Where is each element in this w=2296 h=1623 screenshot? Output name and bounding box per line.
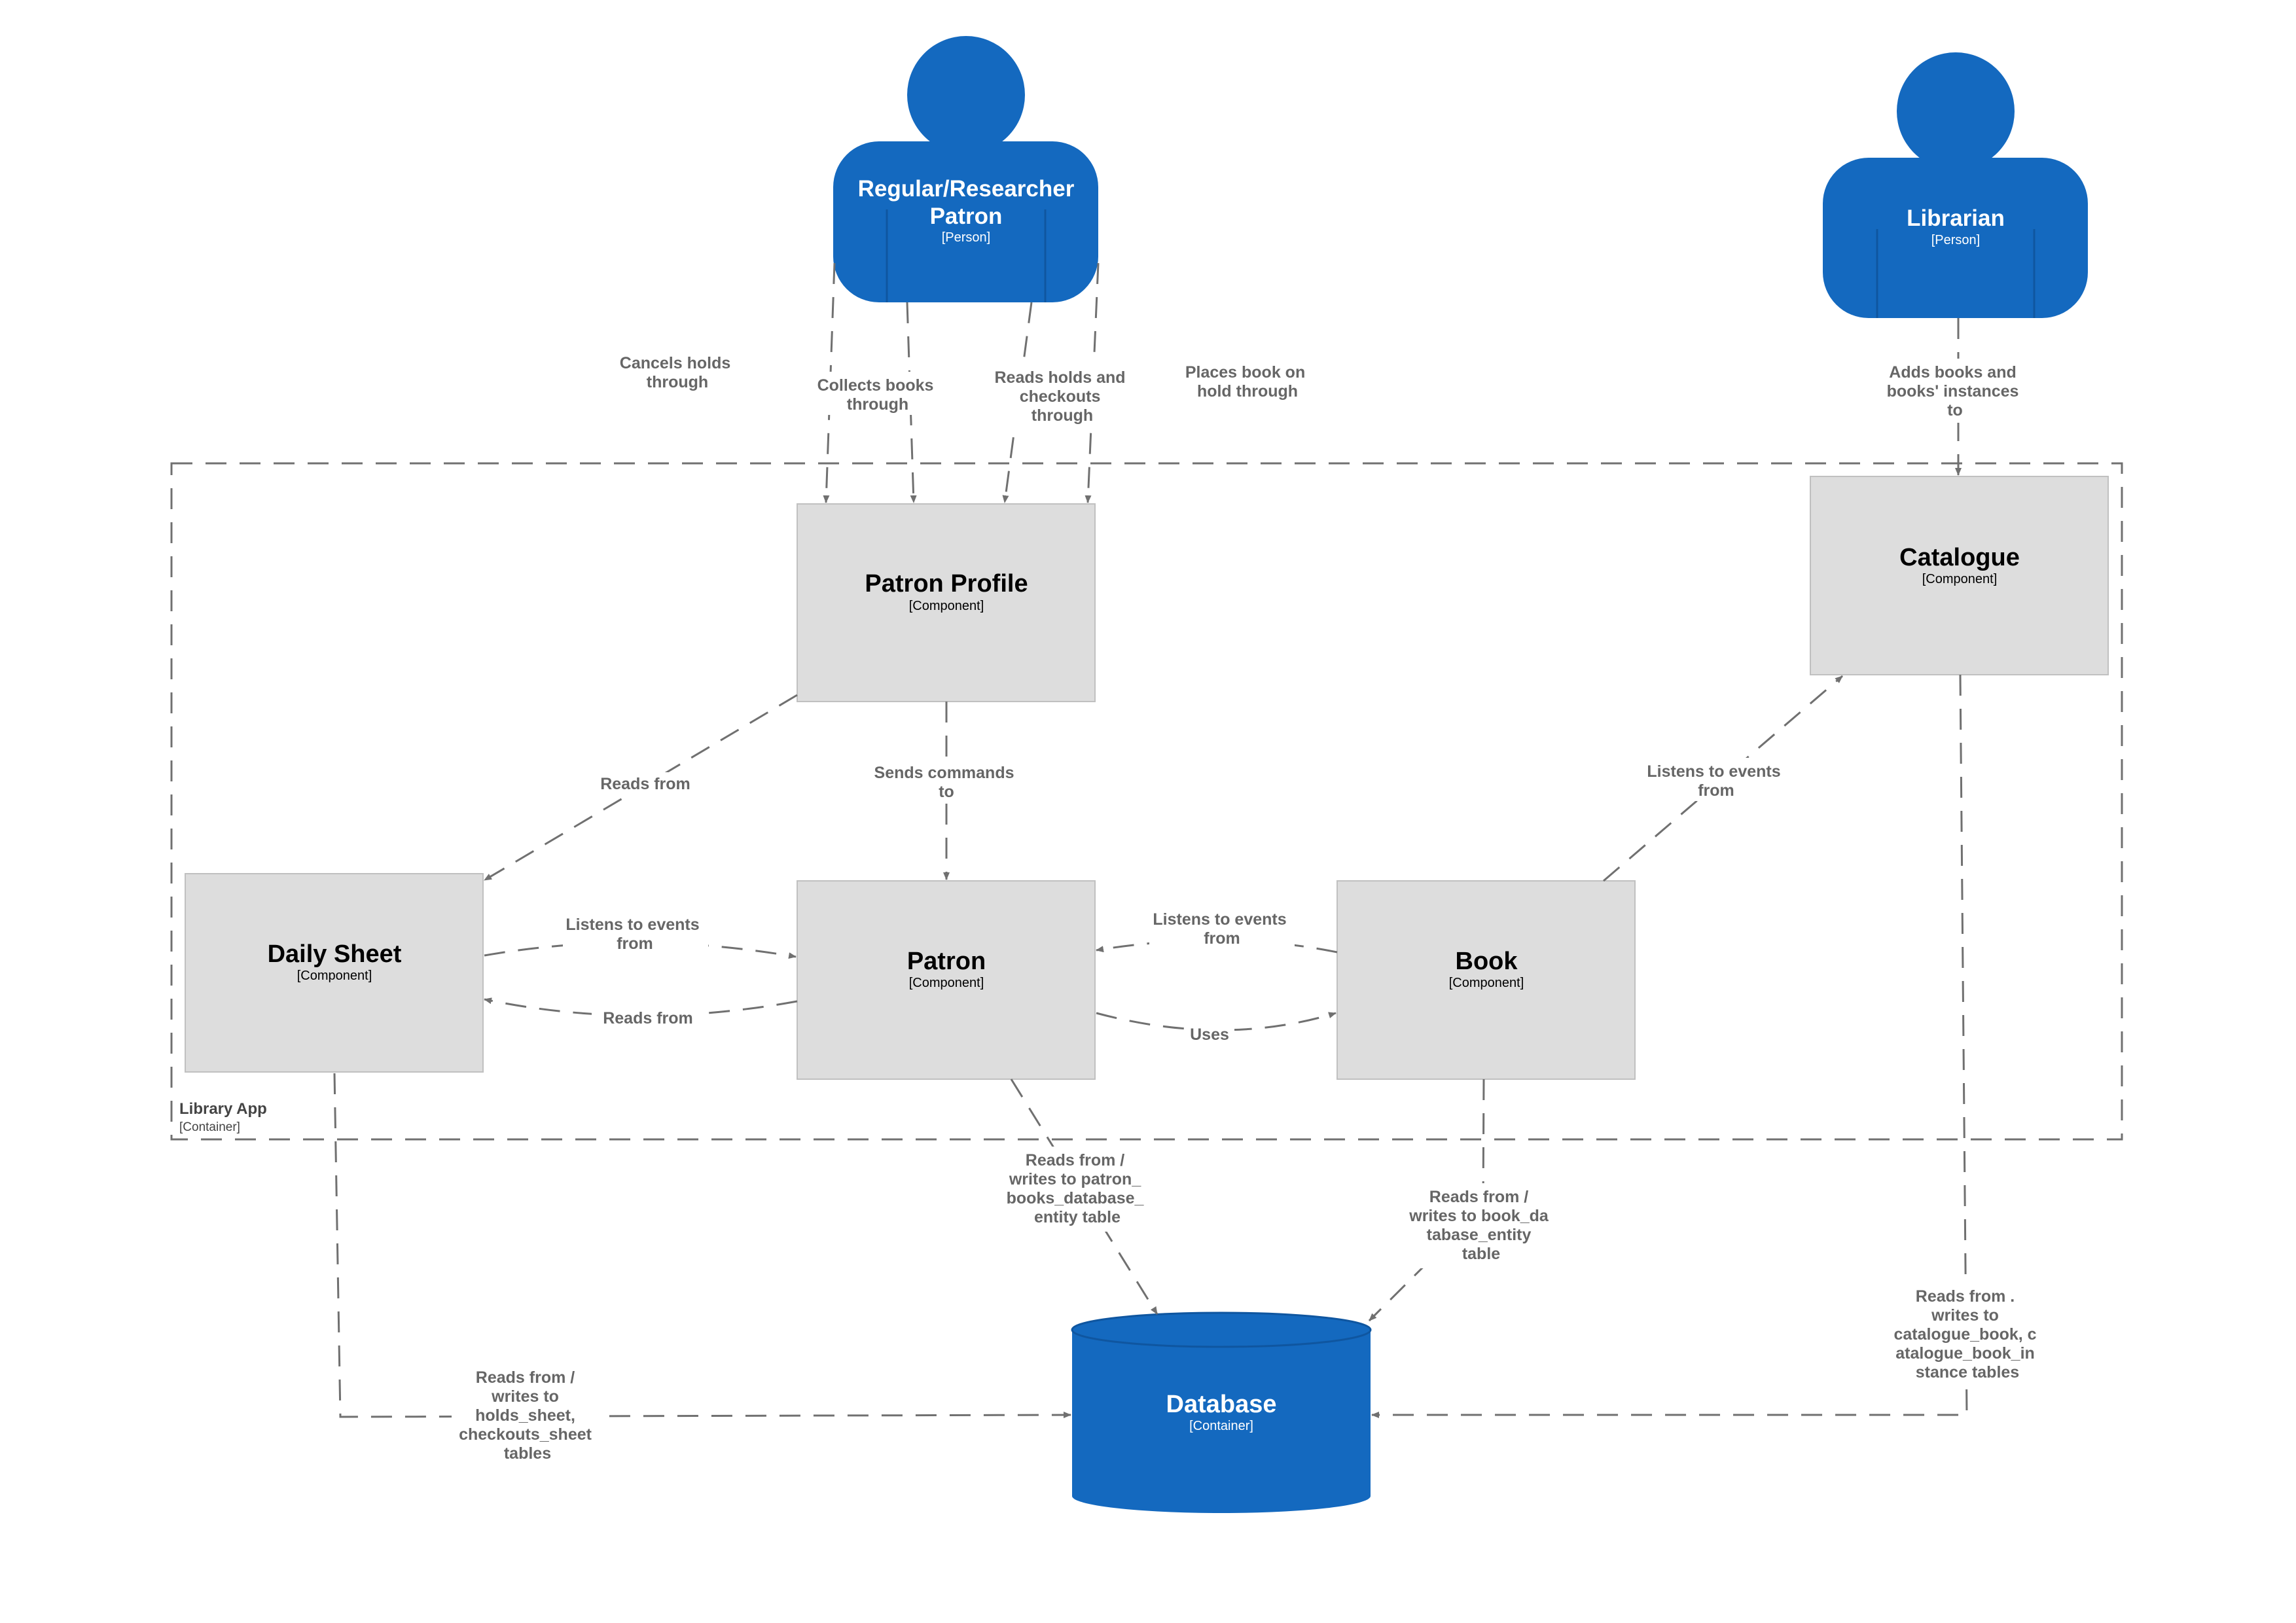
boundary-type: [Container] xyxy=(179,1120,240,1134)
database-container[interactable]: Database [Container] xyxy=(1071,1311,1372,1513)
component-type: [Component] xyxy=(909,976,984,990)
boundary-title: Library App xyxy=(179,1100,267,1118)
person-body xyxy=(833,141,1098,302)
person-librarian[interactable]: Librarian [Person] xyxy=(1823,52,2088,318)
edge-label-reads-holds: Reads holds and checkouts through xyxy=(995,368,1130,425)
component-title: Daily Sheet xyxy=(268,940,402,968)
edge-labels: Cancels holds through Collects books thr… xyxy=(452,349,2049,1469)
component-title: Patron xyxy=(907,948,986,975)
edge-label-sheet-reads-patron: Reads from xyxy=(603,1009,693,1027)
person-type: [Person] xyxy=(942,230,990,245)
person-type: [Person] xyxy=(1931,233,1980,247)
person-head xyxy=(907,36,1025,154)
edge-label-places-hold: Places book on hold through xyxy=(1185,363,1310,401)
edge-label-cancels-holds: Cancels holds through xyxy=(620,354,735,391)
person-title: Patron xyxy=(930,204,1003,229)
edge-label-sheet-db: Reads from / writes to holds_sheet, chec… xyxy=(459,1368,596,1463)
database-title: Database xyxy=(1166,1391,1277,1418)
person-body xyxy=(1823,158,2088,318)
edge-label-patron-db: Reads from / writes to patron_ books_dat… xyxy=(1007,1151,1149,1226)
component-daily-sheet[interactable]: Daily Sheet [Component] xyxy=(185,873,484,1073)
library-app-boundary: Library App [Container] xyxy=(170,462,2123,1141)
edge-sheet-reads-patron xyxy=(484,997,798,1017)
person-head xyxy=(1897,52,2015,170)
edge-sheet-db xyxy=(333,1073,1071,1419)
edge-label-patron-uses-book: Uses xyxy=(1190,1026,1229,1044)
component-type: [Component] xyxy=(909,599,984,613)
component-patron-profile[interactable]: Patron Profile [Component] xyxy=(797,503,1096,702)
edge-label-profile-reads-sheet: Reads from xyxy=(600,775,691,793)
component-catalogue[interactable]: Catalogue [Component] xyxy=(1810,476,2109,675)
edge-label-listens-catalogue: Listens to events from xyxy=(1647,762,1785,800)
component-book[interactable]: Book [Component] xyxy=(1336,880,1636,1080)
component-type: [Component] xyxy=(297,969,372,983)
edge-label-adds-books: Adds books and books' instances to xyxy=(1887,363,2024,419)
edge-label-book-db: Reads from / writes to book_da tabase_en… xyxy=(1408,1188,1553,1263)
edge-label-collects-books: Collects books through xyxy=(817,376,939,414)
edge-catalogue-db xyxy=(1371,674,1968,1418)
component-patron[interactable]: Patron [Component] xyxy=(797,880,1096,1080)
component-title: Book xyxy=(1456,948,1518,975)
edges xyxy=(333,262,1968,1419)
database-type: [Container] xyxy=(1189,1419,1253,1433)
person-title: Librarian xyxy=(1907,205,2005,231)
component-type: [Component] xyxy=(1449,976,1524,990)
component-type: [Component] xyxy=(1922,572,1998,586)
edge-label-patron-listens-book: Listens to events from xyxy=(1153,910,1291,948)
edge-listens-catalogue xyxy=(1603,675,1843,882)
component-title: Patron Profile xyxy=(865,570,1028,597)
person-patron[interactable]: Regular/Researcher Patron [Person] xyxy=(833,36,1098,302)
edge-label-sends-commands: Sends commands to xyxy=(874,764,1019,801)
database-cylinder xyxy=(1072,1330,1371,1513)
person-title: Regular/Researcher xyxy=(858,176,1075,202)
edge-patron-uses-book xyxy=(1096,1012,1336,1031)
edge-book-db xyxy=(1368,1079,1485,1322)
edge-label-catalogue-db: Reads from . writes to catalogue_book, c… xyxy=(1893,1287,2041,1382)
component-title: Catalogue xyxy=(1899,544,2020,571)
edge-label-patron-listens-sheet: Listens to events from xyxy=(565,916,704,953)
